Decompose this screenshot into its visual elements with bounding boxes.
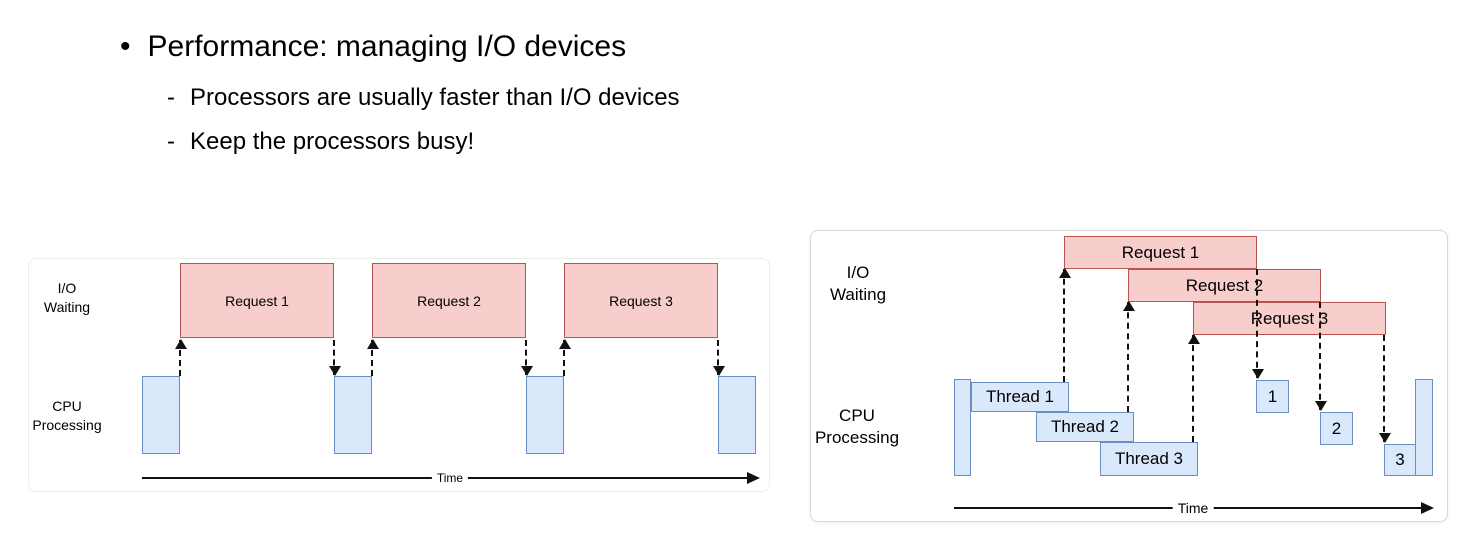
request-3-box: Request 3 bbox=[564, 263, 718, 338]
io-waiting-label-line2: Waiting bbox=[829, 285, 887, 304]
io-waiting-label: I/O Waiting bbox=[812, 262, 904, 306]
dash-marker: - bbox=[167, 128, 175, 155]
bullet-text-2: Keep the processors busy! bbox=[190, 128, 475, 155]
io-complete-arrow-2 bbox=[521, 340, 533, 376]
cpu-initial-box bbox=[954, 379, 971, 476]
bullet-item-1: - Processors are usually faster than I/O… bbox=[167, 83, 680, 113]
request-3-box: Request 3 bbox=[1193, 302, 1386, 335]
bullet-marker: • bbox=[120, 30, 131, 63]
request-1-box: Request 1 bbox=[1064, 236, 1257, 269]
bullet-item-2: - Keep the processors busy! bbox=[167, 127, 474, 157]
thread-1-box: Thread 1 bbox=[971, 382, 1069, 412]
request-2-box: Request 2 bbox=[372, 263, 526, 338]
cpu-processing-label: CPU Processing bbox=[811, 405, 903, 449]
sequential-io-diagram: I/O Waiting CPU Processing Request 1 Req… bbox=[28, 258, 770, 492]
completion-3-box: 3 bbox=[1384, 444, 1416, 476]
io-start-arrow-3 bbox=[559, 339, 571, 376]
cpu-burst-3 bbox=[526, 376, 564, 454]
title-line: • Performance: managing I/O devices bbox=[120, 29, 626, 65]
io-waiting-label: I/O Waiting bbox=[29, 279, 105, 317]
dash-marker: - bbox=[167, 84, 175, 111]
request-2-box: Request 2 bbox=[1128, 269, 1321, 302]
cpu-processing-label-line1: CPU bbox=[52, 398, 82, 414]
request-1-box: Request 1 bbox=[180, 263, 334, 338]
thread-3-box: Thread 3 bbox=[1100, 442, 1198, 476]
io-complete-arrow-1 bbox=[329, 340, 341, 376]
cpu-processing-label-line2: Processing bbox=[32, 417, 102, 433]
completion-1-box: 1 bbox=[1256, 380, 1289, 413]
cpu-burst-2 bbox=[334, 376, 372, 454]
io-complete-arrow-3 bbox=[1379, 335, 1391, 443]
time-axis-label: Time bbox=[1172, 500, 1214, 516]
io-start-arrow-1 bbox=[1059, 268, 1071, 382]
threaded-io-diagram: I/O Waiting CPU Processing Request 1 Req… bbox=[810, 230, 1448, 522]
cpu-processing-label-line1: CPU bbox=[839, 406, 875, 425]
time-axis: Time bbox=[142, 471, 760, 485]
io-complete-arrow-2 bbox=[1315, 302, 1327, 411]
bullet-text-1: Processors are usually faster than I/O d… bbox=[190, 84, 680, 111]
cpu-processing-label-line2: Processing bbox=[814, 428, 900, 447]
cpu-burst-4 bbox=[718, 376, 756, 454]
io-waiting-label-line1: I/O bbox=[846, 263, 870, 282]
io-start-arrow-2 bbox=[367, 339, 379, 376]
io-complete-arrow-1 bbox=[1252, 269, 1264, 379]
cpu-processing-label: CPU Processing bbox=[29, 397, 105, 435]
io-waiting-label-line1: I/O bbox=[57, 280, 77, 296]
completion-2-box: 2 bbox=[1320, 412, 1353, 445]
thread-2-box: Thread 2 bbox=[1036, 412, 1134, 442]
io-complete-arrow-3 bbox=[713, 340, 725, 376]
page-title: Performance: managing I/O devices bbox=[147, 30, 627, 63]
io-waiting-label-line2: Waiting bbox=[43, 299, 91, 315]
time-axis-label: Time bbox=[431, 471, 469, 485]
cpu-burst-1 bbox=[142, 376, 180, 454]
cpu-final-box bbox=[1415, 379, 1433, 476]
io-start-arrow-2 bbox=[1123, 301, 1135, 412]
time-axis: Time bbox=[954, 500, 1434, 516]
io-start-arrow-3 bbox=[1188, 334, 1200, 442]
io-start-arrow-1 bbox=[175, 339, 187, 376]
